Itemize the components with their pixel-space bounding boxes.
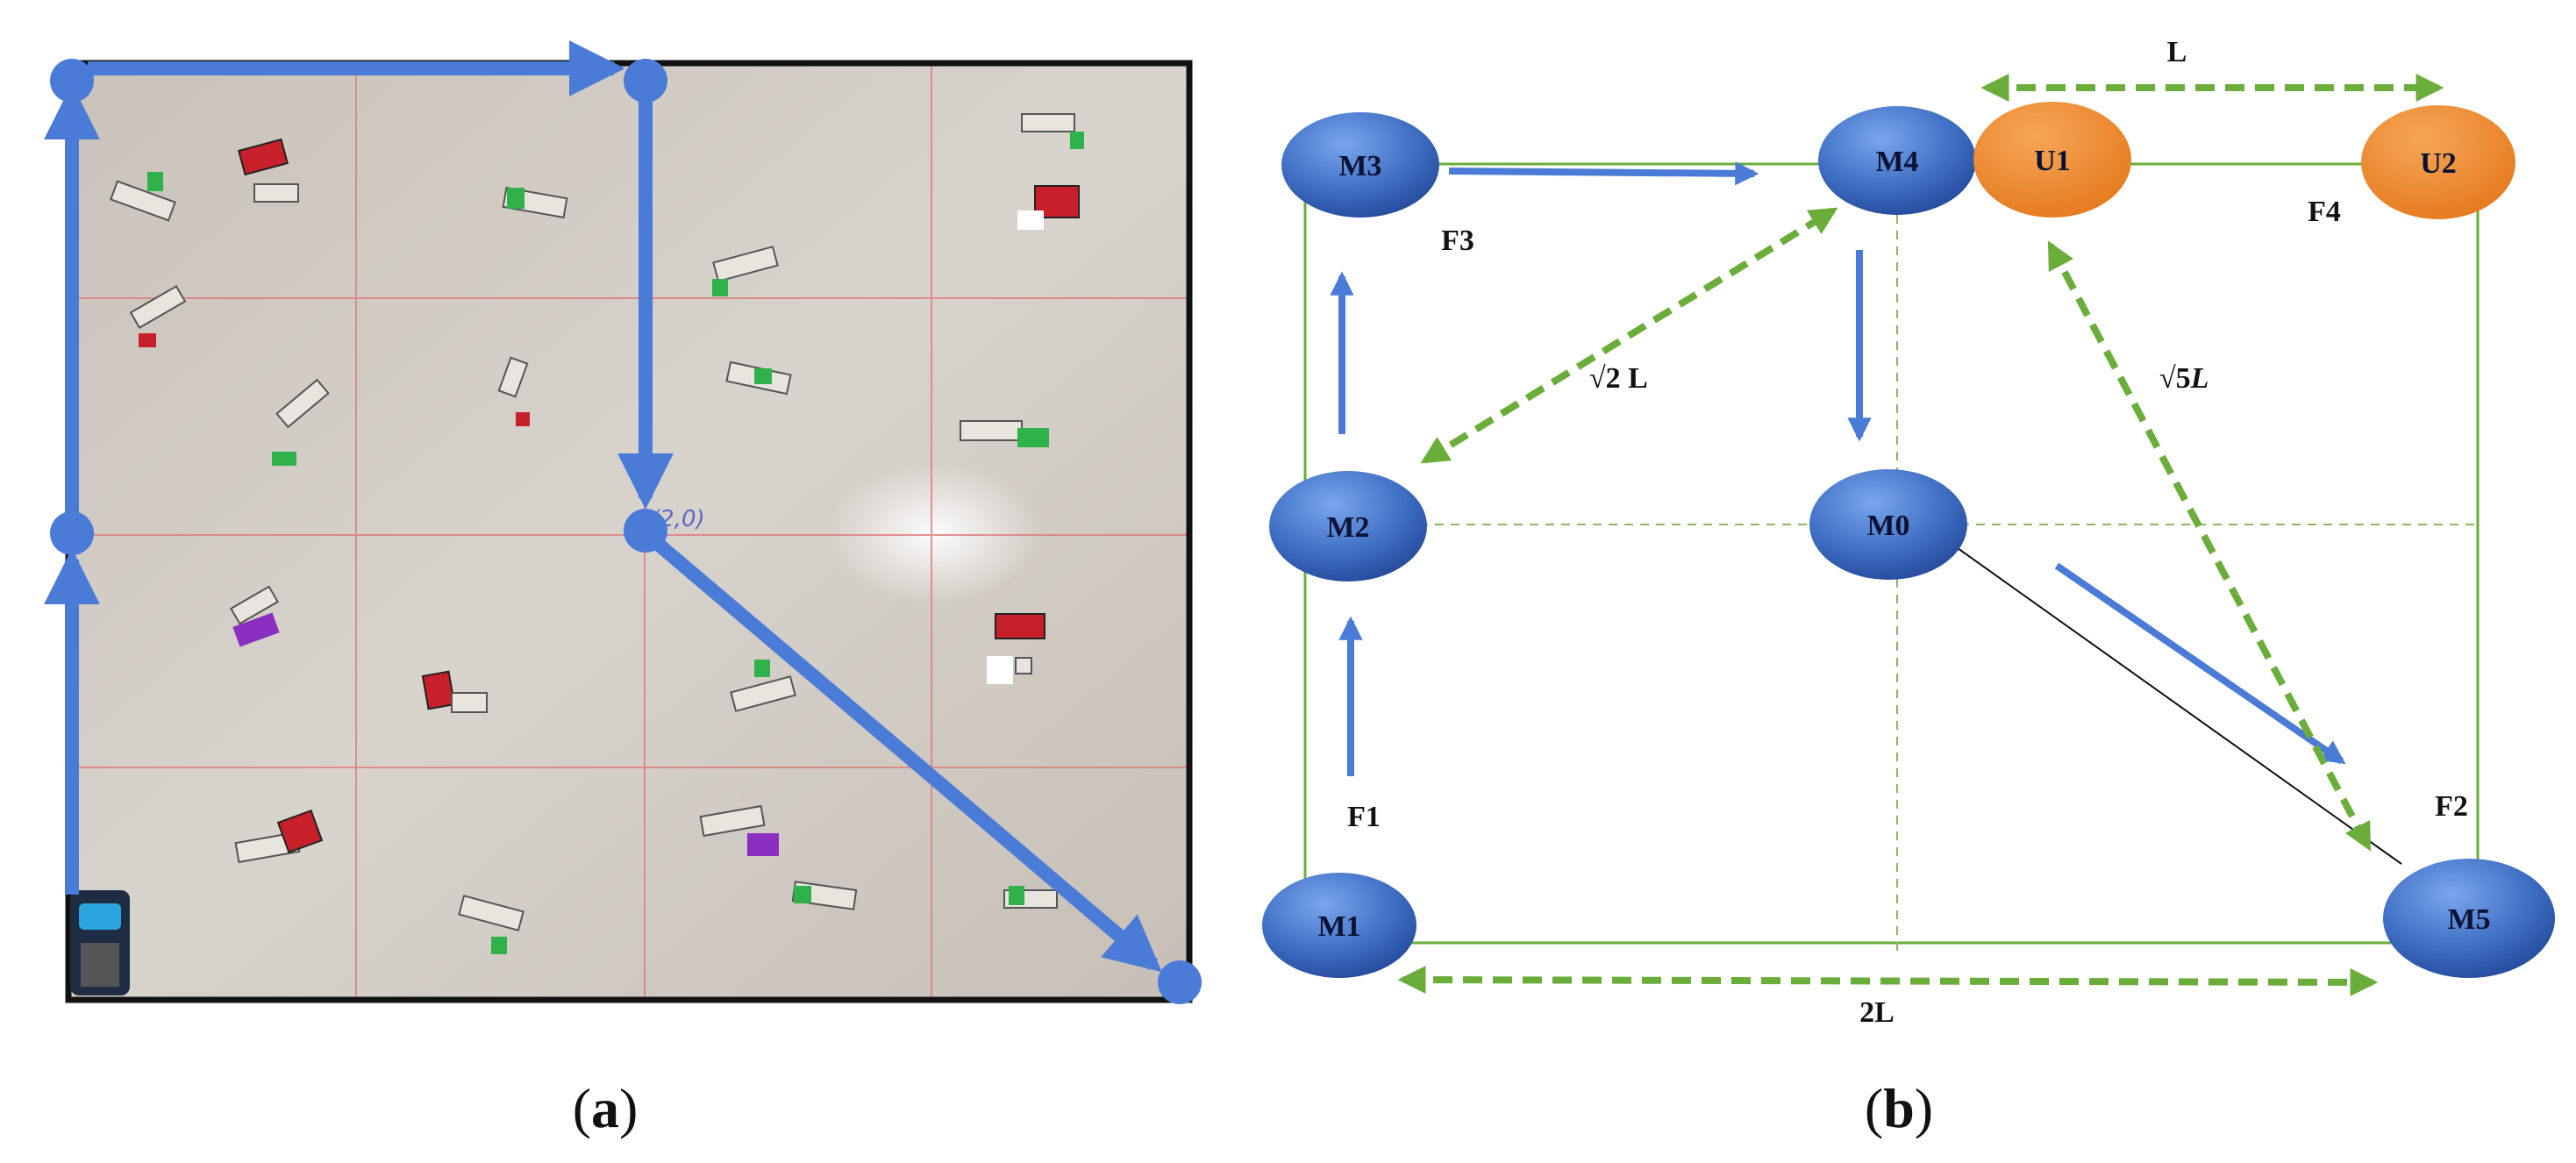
node-u2: U2 (2361, 105, 2515, 219)
sensor-module (725, 360, 792, 396)
node-u1-label: U1 (2034, 145, 2071, 177)
sqrt5-value: 5 (2176, 362, 2191, 395)
label-f2: F2 (2435, 790, 2468, 823)
waypoint (624, 509, 667, 553)
sensor-module (458, 895, 524, 954)
sensor-module (960, 420, 1049, 447)
node-u2-label: U2 (2420, 147, 2457, 180)
node-m5-label: M5 (2447, 903, 2490, 936)
waypoint (50, 511, 94, 555)
node-m2-label: M2 (1326, 511, 1369, 544)
sensor-module (791, 881, 858, 910)
arrow-m0-m5 (2054, 562, 2346, 765)
sensor-module (1003, 886, 1058, 909)
sensor-module (987, 613, 1045, 684)
node-m3-label: M3 (1338, 150, 1381, 182)
light-glare (829, 463, 1039, 603)
caption-b-close: ) (1915, 1077, 1933, 1139)
caption-a: (a) (573, 1077, 639, 1139)
label-2l: 2L (1859, 996, 1895, 1029)
sensor-module (229, 585, 280, 647)
node-m4: M4 (1818, 106, 1976, 215)
sensor-module (699, 804, 779, 856)
sensor-module (502, 186, 568, 219)
sensor-module (421, 670, 488, 713)
label-l: L (2167, 36, 2187, 68)
path-segment-diagonal (653, 538, 1162, 973)
robot-path (44, 40, 1162, 973)
panel-b: M3 M4 U1 U2 M2 M0 M1 M5 (1262, 36, 2555, 1139)
sensor-module (1021, 113, 1084, 149)
node-m0: M0 (1809, 469, 1967, 580)
link-m0-m5 (1957, 547, 2402, 865)
sensor-module (272, 378, 330, 466)
node-m0-label: M0 (1866, 510, 1909, 542)
sensor-module (129, 284, 187, 347)
panel-a: (2,0) (a) (44, 40, 1202, 1139)
sensor-module (497, 356, 530, 426)
arrow-m3-m4 (1448, 161, 1759, 186)
sensor-module (110, 172, 176, 222)
region-frame (1303, 162, 2480, 945)
sqrt5-root: √ (2159, 362, 2176, 395)
distance-2l (1397, 966, 2379, 996)
node-m3: M3 (1281, 112, 1439, 218)
sqrt2-value: 2 L (1606, 362, 1648, 395)
caption-a-letter: a (591, 1077, 619, 1139)
path-waypoints (50, 59, 1202, 1004)
sensor-module (234, 809, 324, 864)
caption-a-close: ) (619, 1077, 638, 1139)
node-m2: M2 (1269, 471, 1427, 582)
label-f3: F3 (1441, 225, 1474, 257)
label-f1: F1 (1347, 801, 1381, 833)
sensor-module (712, 246, 779, 296)
label-sqrt5-l: √5L (2159, 362, 2209, 395)
sqrt2-root: √ (1589, 362, 1606, 395)
caption-b-letter: b (1883, 1077, 1915, 1139)
sensor-modules (110, 113, 1084, 954)
waypoint (624, 59, 667, 103)
sensor-module (1017, 185, 1080, 230)
sensor-module (238, 138, 299, 203)
grid-midlines (1403, 215, 2478, 952)
node-u1: U1 (1973, 102, 2131, 218)
distance-sqrt2-l (1420, 207, 1838, 464)
distance-sqrt5-l (2047, 240, 2372, 852)
caption-b: (b) (1865, 1077, 1933, 1139)
caption-a-open: ( (573, 1077, 591, 1139)
node-m1: M1 (1262, 873, 1416, 978)
robot (70, 890, 130, 995)
node-m4-label: M4 (1875, 146, 1918, 178)
label-sqrt2-l: √2 L (1589, 362, 1648, 395)
waypoint (1158, 960, 1202, 1004)
caption-b-open: ( (1865, 1077, 1883, 1139)
waypoint (50, 59, 94, 103)
node-m5: M5 (2383, 859, 2555, 978)
sqrt5-l: L (2190, 362, 2209, 395)
path-arrows (1330, 161, 2346, 776)
label-f4: F4 (2308, 196, 2341, 228)
sensor-module (730, 660, 796, 712)
distance-arrows (1397, 74, 2444, 996)
node-m1-label: M1 (1317, 910, 1360, 943)
